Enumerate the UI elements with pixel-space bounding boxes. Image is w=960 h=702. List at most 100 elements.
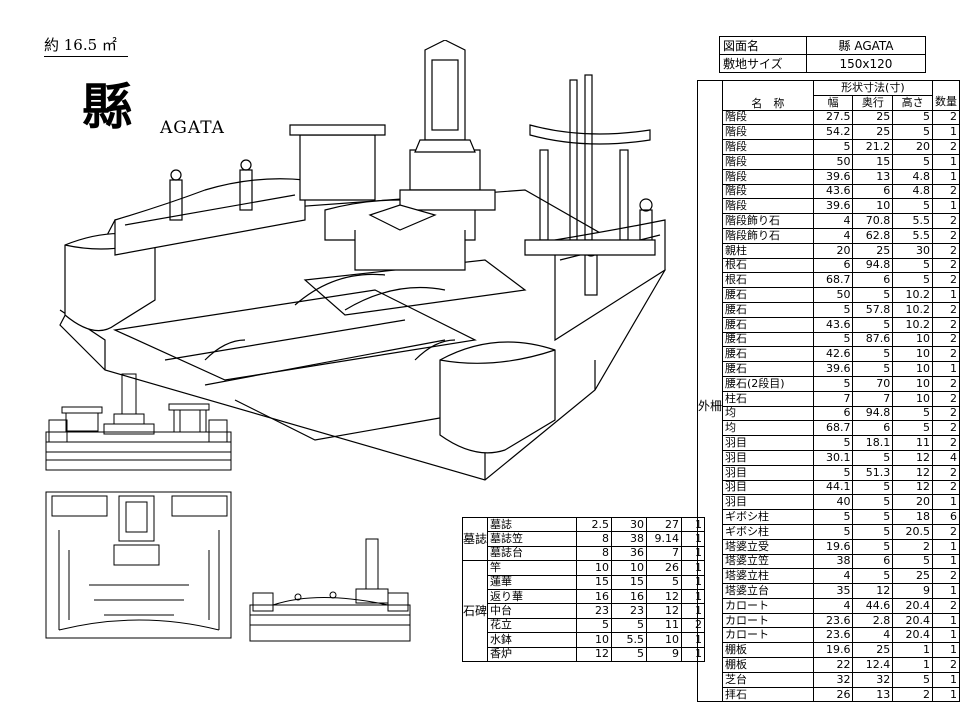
spec-header-row: 名 称形状寸法(寸) <box>696 80 960 111</box>
spec-cell: 42.6 <box>812 346 854 363</box>
plan-view-drawing <box>45 491 232 639</box>
spec-cell: 2 <box>931 597 960 614</box>
stone-cell: 墓誌笠 <box>487 531 578 547</box>
stone-cell: 30 <box>611 516 648 533</box>
spec-cell: 階段飾り石 <box>722 213 814 229</box>
spec-cell: 羽目 <box>722 464 814 481</box>
spec-cell: 5 <box>812 375 854 392</box>
spec-cell: 94.8 <box>852 405 894 422</box>
spec-cell: 1 <box>931 494 960 511</box>
spec-cell: 5 <box>852 361 894 377</box>
spec-cell: 塔婆立柱 <box>722 568 814 585</box>
spec-col-header: 高さ <box>892 94 933 111</box>
spec-cell: 階段飾り石 <box>722 227 814 244</box>
spec-cell: 2 <box>931 272 960 289</box>
spec-cell: 18.1 <box>852 435 894 451</box>
stone-cell: 16 <box>576 588 613 605</box>
spec-cell: 5 <box>892 405 933 422</box>
stone-cell: 1 <box>681 646 706 662</box>
spec-cell: 2 <box>931 435 960 451</box>
stone-cell: 1 <box>681 574 706 590</box>
stone-cell: 10 <box>576 632 613 648</box>
spec-cell: 1 <box>931 361 960 377</box>
spec-cell: 1 <box>931 686 960 702</box>
spec-cell: 12.4 <box>852 657 894 673</box>
spec-cell: 5 <box>892 153 933 170</box>
spec-cell: 5.5 <box>892 213 933 229</box>
stone-cell: 10 <box>646 632 683 648</box>
stone-cell: 38 <box>611 531 648 547</box>
stone-cell: 1 <box>681 603 706 619</box>
spec-cell: 2 <box>931 109 960 126</box>
spec-cell: 5 <box>812 523 854 540</box>
stone-group-label: 石碑 <box>461 560 489 662</box>
spec-cell: 塔婆立台 <box>722 583 814 599</box>
stone-cell: 竿 <box>487 560 578 576</box>
spec-cell: 5 <box>852 449 894 466</box>
spec-cell: 2 <box>892 686 933 702</box>
spec-cell: 22 <box>812 657 854 673</box>
spec-cell: 1 <box>931 168 960 185</box>
spec-cell: 階段 <box>722 183 814 200</box>
spec-cell: 親柱 <box>722 242 814 259</box>
spec-cell: 20 <box>892 494 933 511</box>
spec-cell: ギボシ柱 <box>722 523 814 540</box>
spec-cell: 2 <box>931 183 960 200</box>
stone-cell: 1 <box>681 560 706 576</box>
stone-cell: 中台 <box>487 603 578 619</box>
stone-cell: 墓誌 <box>487 516 578 533</box>
spec-cell: 階段 <box>722 124 814 141</box>
spec-cell: 10.2 <box>892 287 933 303</box>
stone-group-label: 墓誌 <box>461 516 489 562</box>
spec-cell: 2 <box>931 405 960 422</box>
spec-cell: 10 <box>852 198 894 215</box>
spec-cell: 5 <box>852 287 894 303</box>
spec-cell: 4 <box>931 449 960 466</box>
spec-cell: 2 <box>931 331 960 348</box>
stone-cell: 5 <box>646 574 683 590</box>
spec-col-header: 奥行 <box>852 94 894 111</box>
stone-cell: 10 <box>576 560 613 576</box>
spec-cell: 1 <box>931 583 960 599</box>
spec-cell: 2 <box>892 538 933 555</box>
spec-cell: 70 <box>852 375 894 392</box>
spec-cell: 20.4 <box>892 597 933 614</box>
spec-cell: 30.1 <box>812 449 854 466</box>
spec-cell: 12 <box>892 449 933 466</box>
stone-cell: 5 <box>611 617 648 634</box>
spec-cell: 1 <box>931 612 960 629</box>
spec-cell: 1 <box>892 657 933 673</box>
spec-cell: 5 <box>812 435 854 451</box>
stone-cell: 1 <box>681 588 706 605</box>
spec-cell: 階段 <box>722 168 814 185</box>
spec-cell: 4 <box>812 568 854 585</box>
spec-cell: 5.5 <box>892 227 933 244</box>
spec-cell: 12 <box>852 583 894 599</box>
spec-cell: 5 <box>892 257 933 274</box>
spec-cell: 12 <box>892 479 933 496</box>
spec-cell: 5 <box>892 553 933 570</box>
spec-cell: 階段 <box>722 153 814 170</box>
main-isometric-drawing <box>59 40 666 481</box>
spec-cell: 6 <box>852 272 894 289</box>
spec-cell: 2.8 <box>852 612 894 629</box>
spec-cell: 腰石 <box>722 301 814 318</box>
spec-cell: 20.4 <box>892 627 933 644</box>
spec-cell: 25 <box>892 568 933 585</box>
